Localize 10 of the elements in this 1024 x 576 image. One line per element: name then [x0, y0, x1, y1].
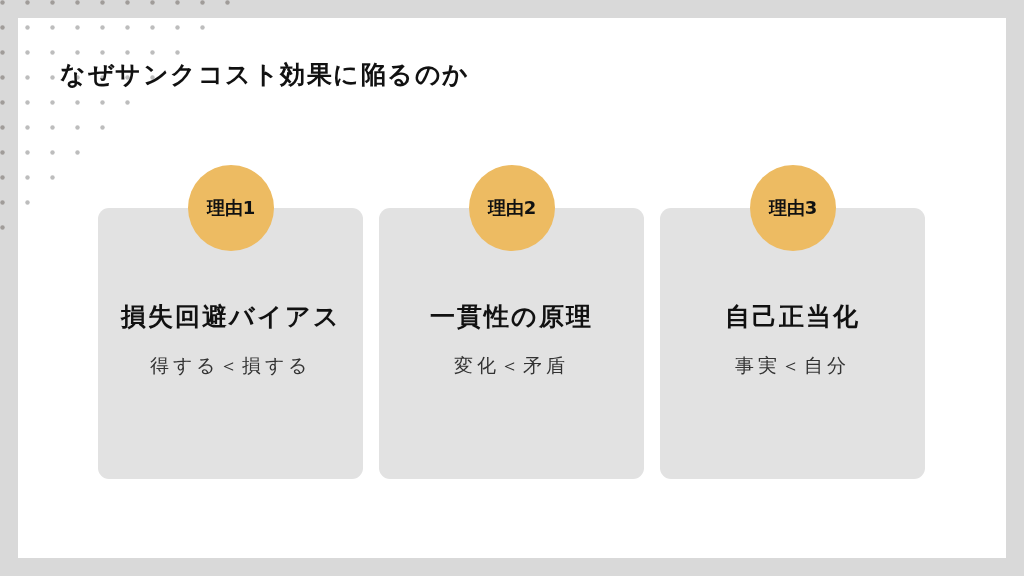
- card-heading: 一貫性の原理: [430, 301, 593, 333]
- card-subtitle: 事実＜自分: [735, 353, 850, 378]
- card-heading: 損失回避バイアス: [120, 301, 341, 333]
- card-subtitle: 得する＜損する: [150, 353, 311, 378]
- badge-label: 理由3: [768, 196, 818, 220]
- page-title: なぜサンクコスト効果に陥るのか: [60, 59, 470, 91]
- badge-label: 理由2: [487, 196, 537, 220]
- card-heading: 自己正当化: [725, 301, 860, 333]
- card-subtitle: 変化＜矛盾: [454, 353, 569, 378]
- badge-label: 理由1: [206, 196, 256, 220]
